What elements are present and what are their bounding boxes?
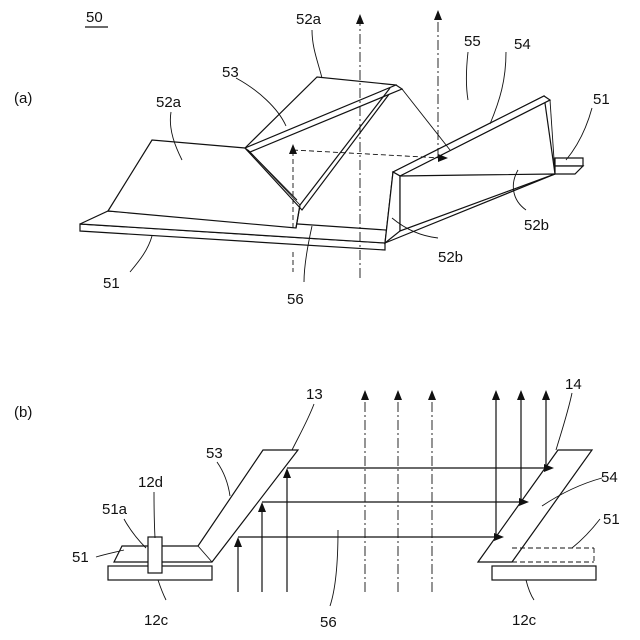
callout-12c-right: 12c — [512, 612, 537, 629]
callout-51-right: 51 — [593, 91, 610, 108]
callout-51-left: 51 — [103, 275, 120, 292]
reflector-53 — [108, 77, 402, 228]
callout-56: 56 — [287, 291, 304, 308]
callout-51-left-b: 51 — [72, 549, 89, 566]
figure-number: 50 — [86, 9, 103, 26]
callout-53: 53 — [222, 64, 239, 81]
callout-52a-top: 52a — [296, 11, 322, 28]
support-12c-right — [492, 566, 596, 580]
callout-51a: 51a — [102, 501, 128, 518]
panel-b: (b) — [14, 376, 620, 631]
callout-12c-left: 12c — [144, 612, 169, 629]
base-plate-51-right — [555, 158, 583, 174]
callout-52b-bottom: 52b — [438, 249, 463, 266]
callout-13: 13 — [306, 386, 323, 403]
pin-12d — [148, 537, 162, 573]
callout-12d: 12d — [138, 474, 163, 491]
callout-51-right-b: 51 — [603, 511, 620, 528]
callout-54: 54 — [514, 36, 531, 53]
callout-14: 14 — [565, 376, 582, 393]
light-rays-middle — [361, 390, 436, 592]
callout-54-b: 54 — [601, 469, 618, 486]
panel-a-label: (a) — [14, 90, 32, 107]
callout-52a-left: 52a — [156, 94, 182, 111]
callout-52b-right: 52b — [524, 217, 549, 234]
callout-55: 55 — [464, 33, 481, 50]
callout-53-b: 53 — [206, 445, 223, 462]
reflector-53-section — [114, 450, 298, 562]
callout-56-b: 56 — [320, 614, 337, 631]
panel-b-label: (b) — [14, 404, 32, 421]
panel-a: (a) — [14, 10, 610, 308]
